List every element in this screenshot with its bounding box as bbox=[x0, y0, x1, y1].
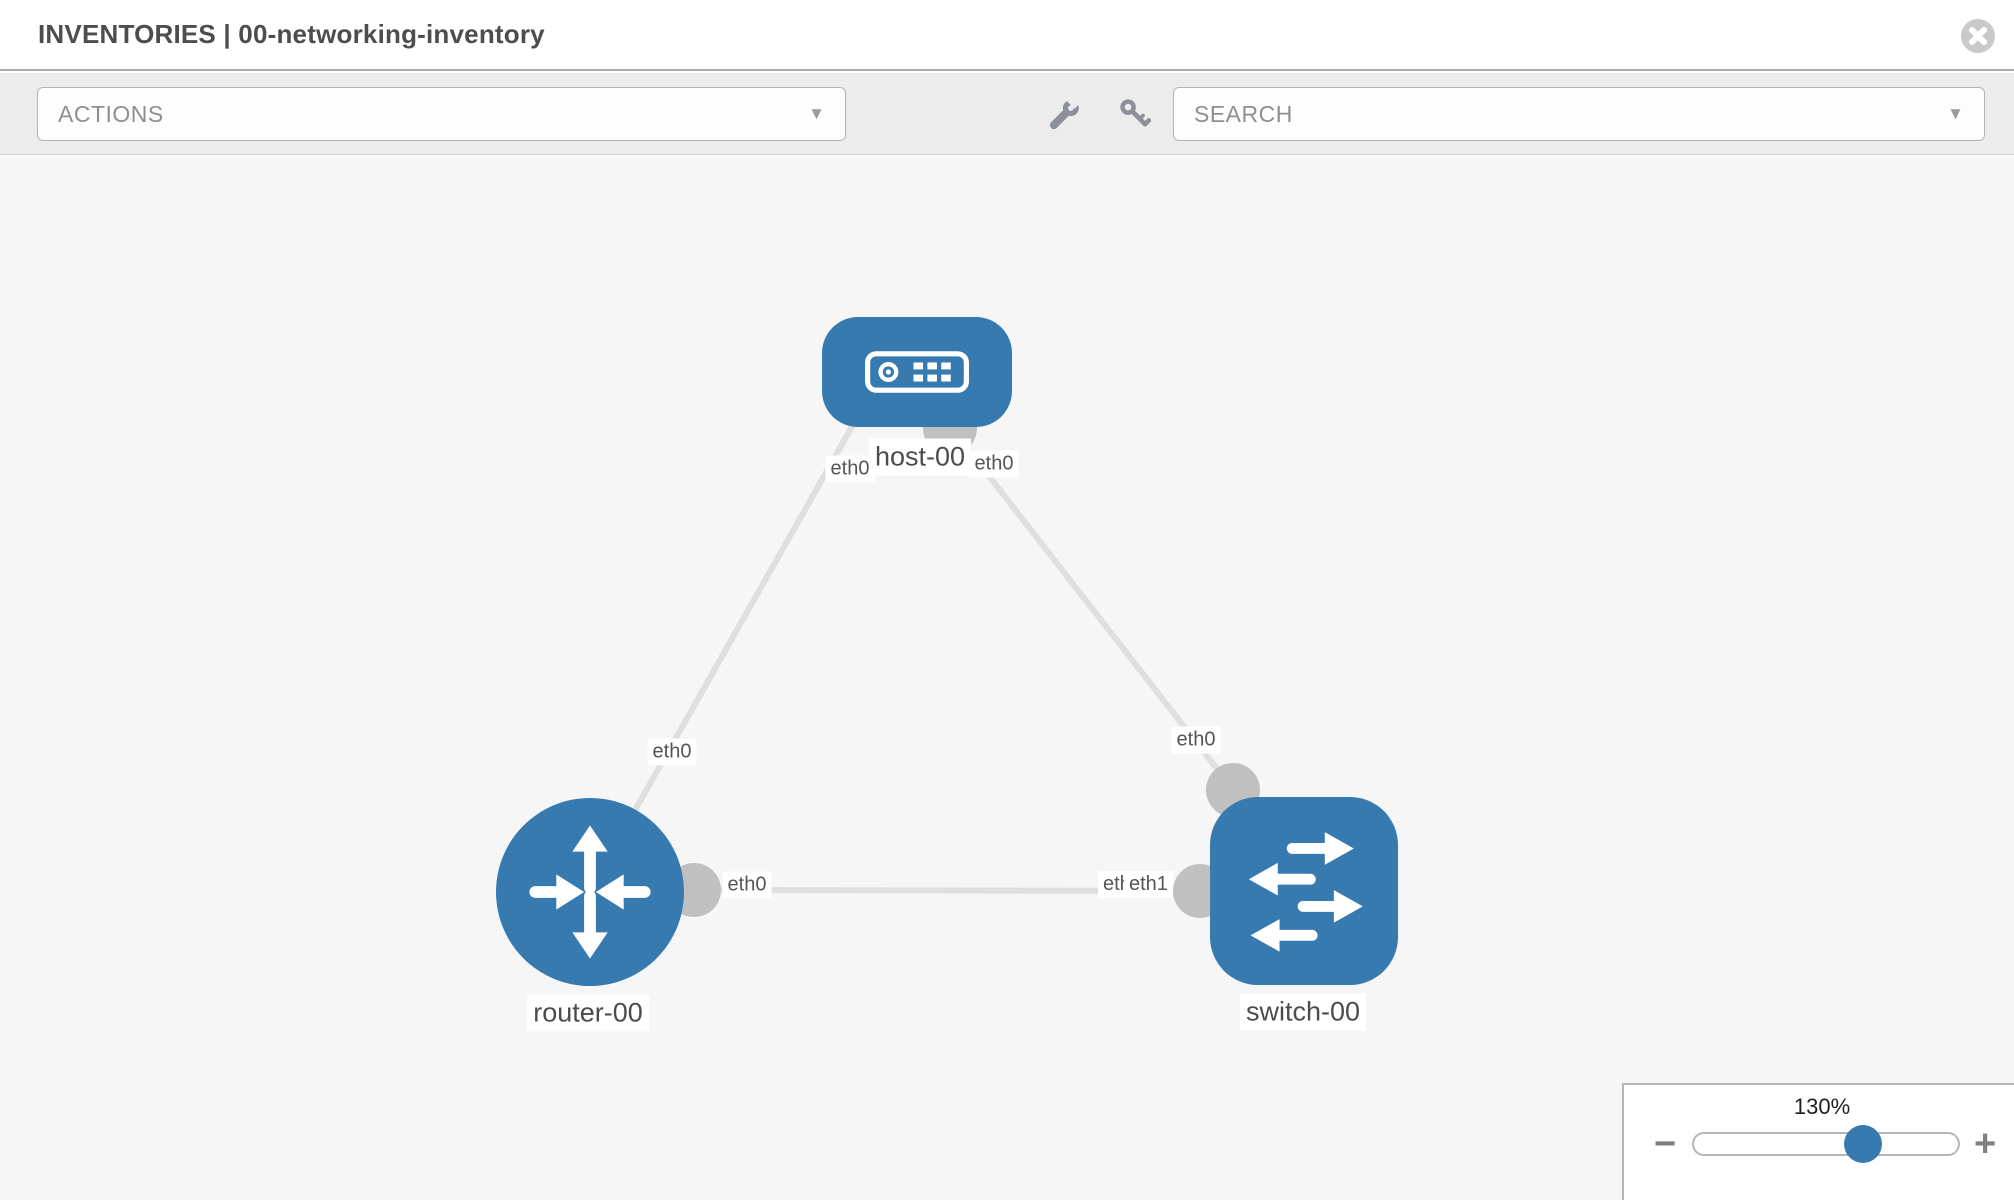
chevron-down-icon: ▼ bbox=[808, 104, 825, 123]
wrench-icon[interactable] bbox=[1048, 93, 1083, 131]
edge-host-router[interactable] bbox=[597, 414, 861, 874]
zoom-slider-knob[interactable] bbox=[1843, 1125, 1882, 1163]
toolbar: ACTIONS ▼ SEARCH ▼ bbox=[0, 73, 2014, 155]
server-icon bbox=[865, 351, 969, 393]
x-circle-icon bbox=[1961, 19, 1995, 53]
interface-label-overlap-over: eth1 bbox=[1124, 871, 1173, 898]
zoom-in-button[interactable]: + bbox=[1974, 1123, 1997, 1165]
node-label-switch-00[interactable]: switch-00 bbox=[1239, 993, 1367, 1031]
interface-label-switch-eth0: eth0 bbox=[1171, 726, 1221, 754]
actions-dropdown[interactable]: ACTIONS ▼ bbox=[37, 87, 846, 141]
interface-label-host-eth0-right: eth0 bbox=[969, 450, 1019, 478]
topology-canvas[interactable] bbox=[0, 156, 2014, 1200]
node-label-router-00[interactable]: router-00 bbox=[527, 994, 649, 1032]
node-switch-00[interactable] bbox=[1210, 797, 1398, 985]
node-label-host-00[interactable]: host-00 bbox=[868, 438, 972, 476]
router-arrows-icon bbox=[529, 825, 651, 959]
node-host-00[interactable] bbox=[822, 317, 1012, 427]
toolbar-tools bbox=[1048, 93, 1152, 131]
page-title: INVENTORIES | 00-networking-inventory bbox=[38, 19, 545, 49]
search-dropdown[interactable]: SEARCH ▼ bbox=[1173, 87, 1985, 141]
node-router-00[interactable] bbox=[496, 798, 684, 986]
chevron-down-icon: ▼ bbox=[1947, 104, 1964, 123]
zoom-out-button[interactable]: − bbox=[1654, 1123, 1677, 1165]
actions-dropdown-label: ACTIONS bbox=[58, 100, 164, 127]
page-header: INVENTORIES | 00-networking-inventory bbox=[0, 0, 2014, 71]
interface-label-router-eth0: eth0 bbox=[722, 871, 772, 899]
zoom-slider-track[interactable] bbox=[1692, 1125, 1960, 1163]
interface-label-host-eth0-left: eth0 bbox=[825, 455, 875, 483]
search-dropdown-label: SEARCH bbox=[1194, 100, 1293, 127]
zoom-panel: 130% − + bbox=[1622, 1083, 2014, 1200]
zoom-level: 130% bbox=[1793, 1094, 1851, 1119]
key-icon[interactable] bbox=[1118, 97, 1152, 131]
interface-label-router-edge-eth0: eth0 bbox=[647, 738, 697, 766]
close-button[interactable] bbox=[1960, 18, 1996, 54]
switch-arrows-icon bbox=[1248, 832, 1363, 952]
